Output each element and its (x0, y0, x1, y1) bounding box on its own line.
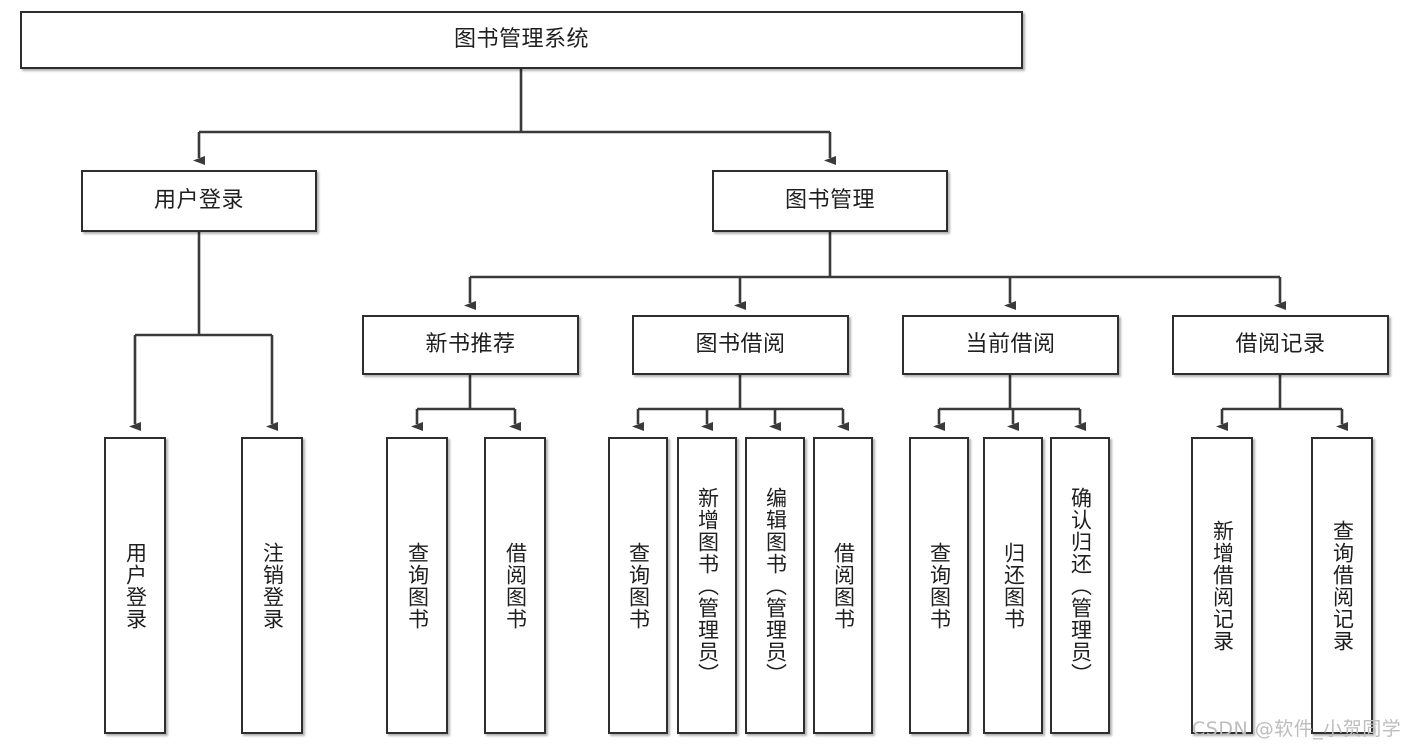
leaf-query-book-current[interactable]: 查询图书 (909, 437, 969, 734)
leaf-label-return-book: 归还图书 (1001, 541, 1026, 630)
leaf-edit-book-admin[interactable]: 编辑图书（管理员） (745, 437, 805, 734)
node-user-login[interactable]: 用户登录 (81, 170, 317, 232)
leaf-label-borrow-book-recommend: 借阅图书 (503, 541, 528, 630)
root-to-level2-connectors (193, 69, 836, 165)
node-book-management[interactable]: 图书管理 (712, 170, 948, 232)
leaf-label-query-book-recommend: 查询图书 (405, 541, 430, 630)
borrow-to-leaves-connectors (632, 375, 849, 431)
leaf-query-book-recommend[interactable]: 查询图书 (386, 437, 448, 734)
node-label-new-book-recommend: 新书推荐 (425, 332, 516, 358)
leaf-label-user-login: 用户登录 (123, 541, 148, 630)
leaf-label-query-book-current: 查询图书 (927, 541, 952, 630)
node-current-borrow[interactable]: 当前借阅 (902, 315, 1119, 375)
node-root-system[interactable]: 图书管理系统 (20, 11, 1023, 69)
leaf-label-logout: 注销登录 (260, 541, 285, 630)
leaf-user-login[interactable]: 用户登录 (104, 437, 166, 734)
node-label-current-borrow: 当前借阅 (965, 332, 1056, 358)
book-manage-to-level3-connectors (464, 232, 1286, 310)
node-label-book-management: 图书管理 (784, 188, 875, 214)
leaf-label-edit-book-admin: 编辑图书（管理员） (763, 486, 788, 685)
leaf-confirm-return-admin[interactable]: 确认归还（管理员） (1050, 437, 1110, 734)
user-login-to-leaves-connectors (129, 232, 278, 431)
leaf-label-query-book-borrow: 查询图书 (626, 541, 651, 630)
leaf-label-add-borrow-record: 新增借阅记录 (1210, 519, 1235, 652)
leaf-label-query-borrow-record: 查询借阅记录 (1330, 519, 1355, 652)
node-label-user-login: 用户登录 (153, 188, 244, 214)
leaf-logout[interactable]: 注销登录 (241, 437, 303, 734)
node-borrow-record[interactable]: 借阅记录 (1172, 315, 1389, 375)
leaf-add-book-admin[interactable]: 新增图书（管理员） (677, 437, 737, 734)
leaf-query-borrow-record[interactable]: 查询借阅记录 (1311, 437, 1373, 734)
leaf-borrow-book-recommend[interactable]: 借阅图书 (484, 437, 546, 734)
leaf-query-book-borrow[interactable]: 查询图书 (608, 437, 668, 734)
node-label-book-borrow: 图书借阅 (695, 332, 786, 358)
node-new-book-recommend[interactable]: 新书推荐 (362, 315, 579, 375)
leaf-return-book[interactable]: 归还图书 (983, 437, 1043, 734)
borrow-record-to-leaves-connectors (1216, 375, 1348, 431)
new-book-to-leaves-connectors (411, 375, 521, 431)
leaf-label-add-book-admin: 新增图书（管理员） (695, 486, 720, 685)
node-book-borrow[interactable]: 图书借阅 (632, 315, 849, 375)
leaf-borrow-book[interactable]: 借阅图书 (813, 437, 873, 734)
node-label-borrow-record: 借阅记录 (1235, 332, 1326, 358)
current-borrow-to-leaves-connectors (933, 375, 1086, 431)
leaf-label-borrow-book: 借阅图书 (831, 541, 856, 630)
leaf-add-borrow-record[interactable]: 新增借阅记录 (1191, 437, 1253, 734)
leaf-label-confirm-return-admin: 确认归还（管理员） (1068, 486, 1093, 685)
node-label-root: 图书管理系统 (453, 27, 589, 53)
